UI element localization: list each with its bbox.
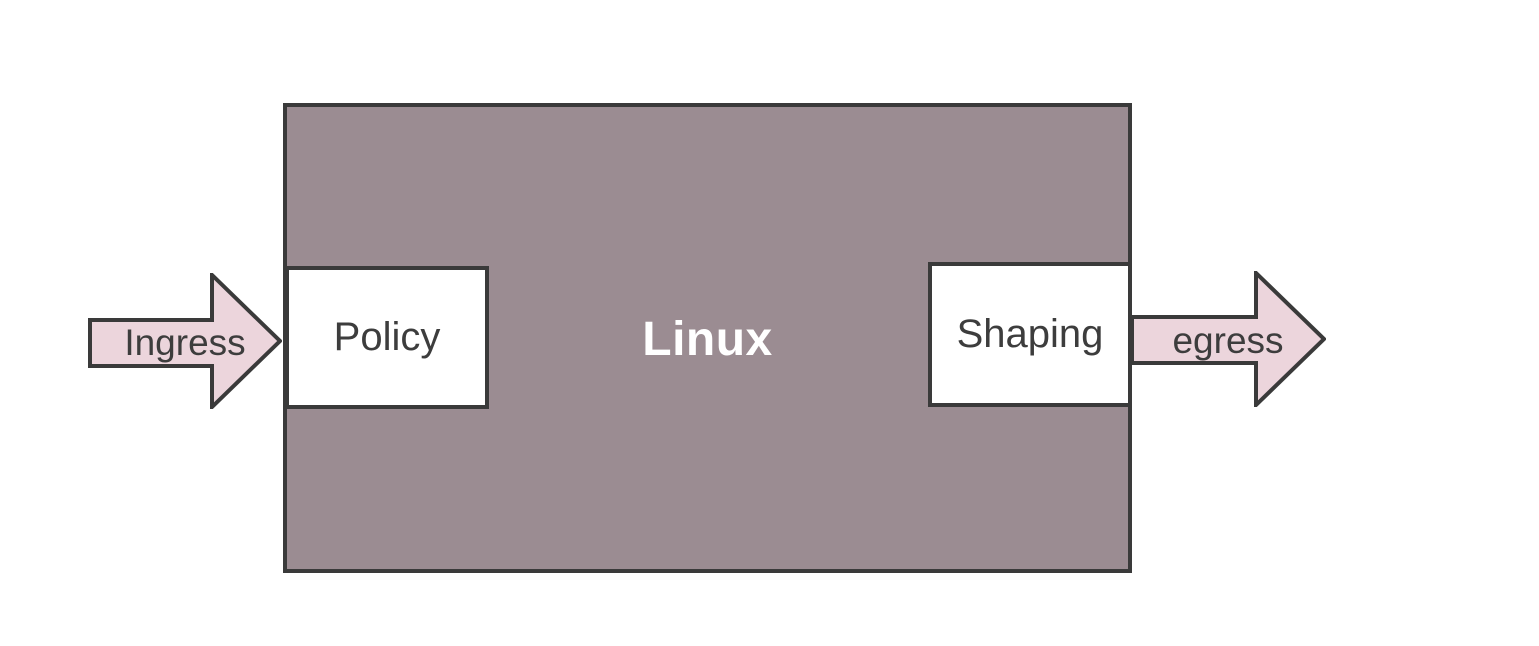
arrow-right-icon <box>88 273 282 409</box>
shaping-box-label: Shaping <box>956 312 1104 356</box>
linux-box-label: Linux <box>642 312 773 366</box>
arrow-right-icon <box>1130 271 1326 407</box>
policy-box: Policy <box>285 266 489 409</box>
arrow-right-shape <box>88 273 282 409</box>
arrow-right-shape <box>1130 271 1326 407</box>
egress-arrow: egress <box>1130 271 1326 407</box>
ingress-arrow: Ingress <box>88 273 282 409</box>
policy-box-label: Policy <box>333 315 441 359</box>
shaping-box: Shaping <box>928 262 1132 407</box>
